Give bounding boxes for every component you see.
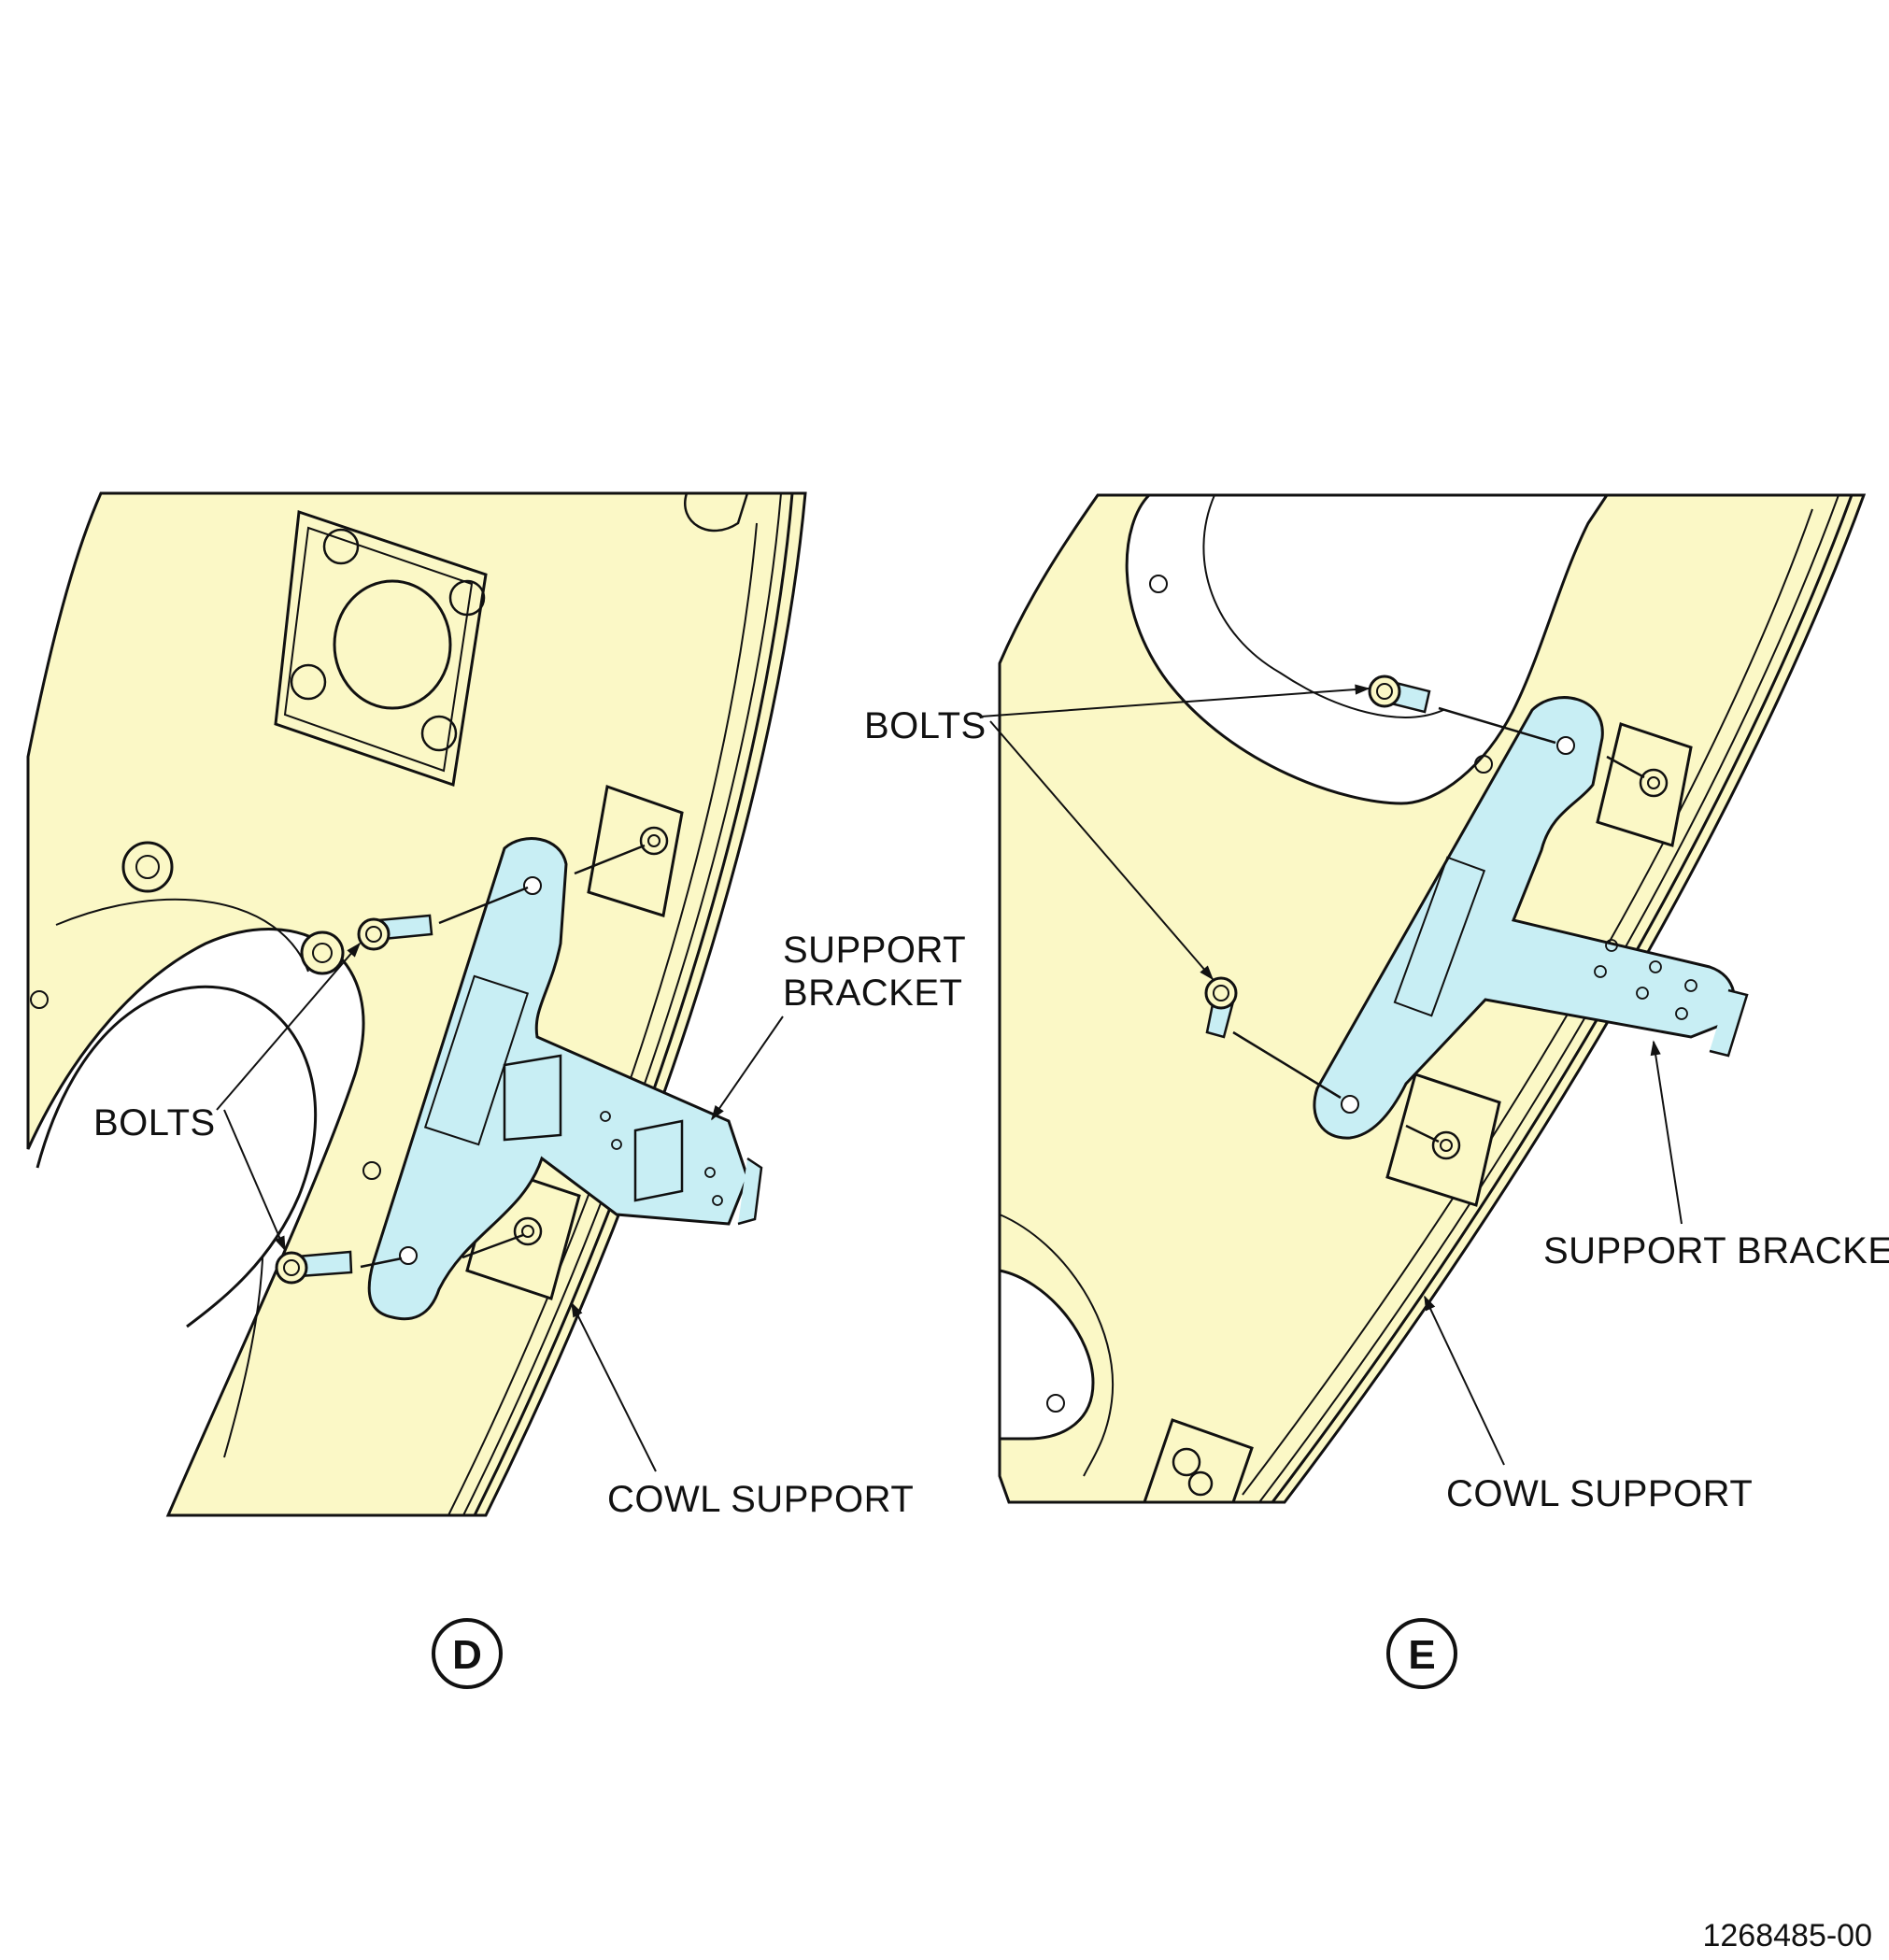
leader-cowl-support-e: [1424, 1295, 1505, 1466]
label-support-bracket-d-line1: SUPPORT: [783, 930, 966, 971]
leader-bolts-e-lower: [989, 720, 1214, 981]
cutout-lower-e: [998, 1269, 1095, 1441]
view-label-e: E: [1408, 1632, 1435, 1678]
support-bracket-d: [367, 837, 763, 1321]
bolt-d-lower: [275, 1250, 353, 1285]
figure-id: 1268485-00: [1702, 1918, 1872, 1953]
nutplate-pad-e-upper: [1596, 722, 1693, 847]
view-circle-d: [432, 1618, 503, 1689]
bolt-d-upper: [357, 914, 433, 951]
label-support-bracket-d-line2: BRACKET: [783, 973, 962, 1014]
boss-d-2: [300, 930, 345, 975]
square-mount-d: [274, 509, 488, 787]
nutplate-pad-e-lower: [1385, 1072, 1501, 1207]
label-cowl-support-e: COWL SUPPORT: [1446, 1473, 1753, 1514]
cowl-flange-e: [1271, 494, 1853, 1503]
boss-d-1: [121, 841, 174, 893]
support-bracket-e: [1313, 696, 1749, 1140]
nutplate-pad-d-upper: [587, 785, 684, 917]
leader-support-bracket-e: [1650, 1040, 1683, 1225]
leader-bolts-d-lower: [223, 1109, 286, 1252]
view-circle-e: [1386, 1618, 1457, 1689]
bolt-e-lower: [1204, 976, 1238, 1039]
leader-bolts-e-upper: [980, 684, 1371, 717]
cowl-flange-d: [473, 492, 794, 1516]
cowl-support-plate-d: [26, 491, 807, 1517]
view-label-d: D: [452, 1632, 482, 1678]
cutout-upper-e: [1125, 493, 1610, 805]
leader-support-bracket-d: [711, 1016, 784, 1121]
cutout-circle-d: [36, 985, 318, 1328]
label-bolts-e: BOLTS: [864, 705, 987, 746]
nutplate-pad-e-bottom: [1142, 1418, 1254, 1504]
label-bolts-d: BOLTS: [93, 1102, 216, 1143]
view-d: BOLTS SUPPORT BRACKET COWL SUPPORT D: [26, 491, 966, 1689]
view-e: BOLTS SUPPORT BRACKET COWL SUPPORT E: [864, 493, 1889, 1689]
label-support-bracket-e: SUPPORT BRACKET: [1543, 1230, 1889, 1271]
bolt-e-upper: [1368, 675, 1431, 714]
label-cowl-support-d: COWL SUPPORT: [607, 1479, 914, 1520]
leader-bolts-d-upper: [216, 942, 362, 1111]
leader-cowl-support-d: [571, 1301, 657, 1472]
